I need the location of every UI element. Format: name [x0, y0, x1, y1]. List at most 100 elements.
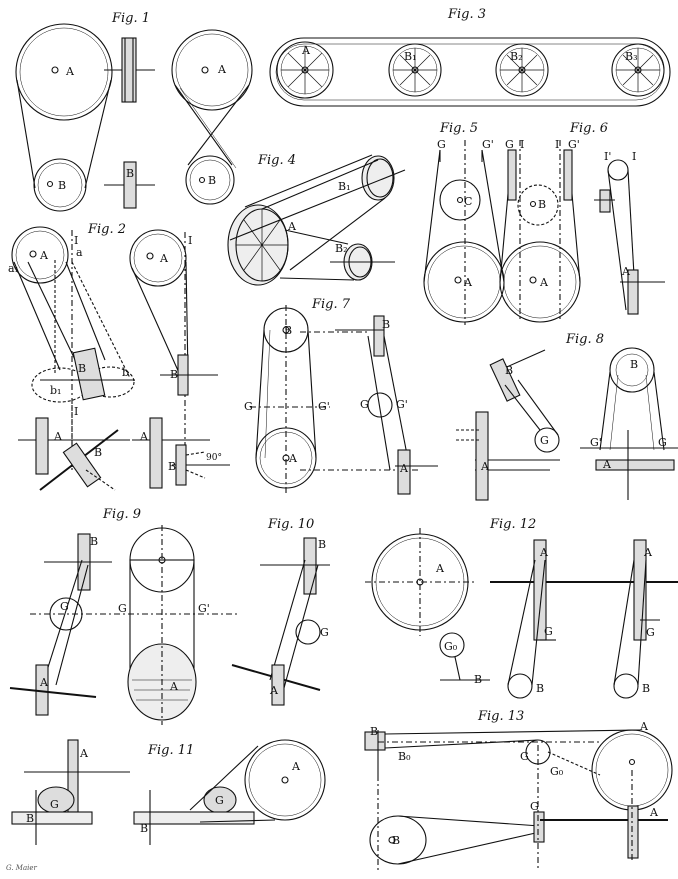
svg-text:B₁: B₁	[404, 50, 417, 63]
fig11-left-view: A G B	[11, 739, 130, 845]
svg-text:G: G	[244, 400, 253, 413]
fig5-title: Fig. 5	[439, 121, 478, 136]
svg-text:I: I	[632, 150, 636, 163]
svg-text:90°: 90°	[206, 453, 222, 463]
fig1-side-view: B	[104, 37, 155, 209]
svg-text:G₀: G₀	[550, 765, 564, 778]
svg-text:G: G	[658, 436, 667, 449]
svg-text:B: B	[58, 179, 66, 192]
svg-text:I: I	[188, 234, 192, 247]
svg-text:B: B	[26, 812, 34, 825]
svg-text:G: G	[320, 626, 329, 639]
svg-text:A: A	[139, 430, 149, 443]
figure-8: Fig. 8 B G A B G' G	[456, 332, 678, 501]
svg-text:G: G	[544, 625, 553, 638]
svg-text:B: B	[630, 358, 638, 371]
figure-6: Fig. 6 G I I G' B A I' I A	[499, 121, 665, 323]
svg-text:A: A	[287, 220, 297, 233]
svg-text:A: A	[621, 265, 631, 278]
svg-text:A: A	[643, 546, 653, 559]
figure-11: Fig. 11 A G B A G B	[11, 739, 326, 845]
fig9-front-view: G G' A	[118, 525, 210, 725]
svg-text:B: B	[208, 174, 216, 187]
svg-text:A: A	[53, 430, 63, 443]
svg-text:B: B	[382, 318, 390, 331]
fig12-right-view: A G B	[613, 539, 660, 699]
svg-text:G': G'	[568, 138, 580, 151]
svg-text:A: A	[639, 720, 649, 733]
svg-text:A: A	[169, 680, 179, 693]
svg-text:a: a	[76, 246, 83, 259]
fig11-title: Fig. 11	[147, 743, 194, 758]
fig12-title: Fig. 12	[489, 517, 536, 532]
fig3-title: Fig. 3	[447, 7, 486, 22]
fig3-belt	[269, 37, 671, 107]
svg-text:A: A	[539, 546, 549, 559]
figure-10: Fig. 10 B G A	[231, 517, 330, 706]
svg-text:B: B	[505, 364, 513, 377]
svg-text:A: A	[39, 249, 49, 262]
svg-text:A: A	[79, 747, 89, 760]
svg-text:G: G	[118, 602, 127, 615]
fig6-side-view: I' I A	[594, 150, 665, 315]
figure-13: Fig. 13 B B₀ G G₀ A	[364, 709, 673, 870]
engraver-signature: G. Maier	[6, 864, 38, 872]
figure-7: Fig. 7 B A G G' B G G' A	[244, 297, 438, 495]
svg-text:B₀: B₀	[398, 750, 411, 763]
svg-text:B: B	[536, 682, 544, 695]
svg-text:B: B	[140, 822, 148, 835]
svg-text:B: B	[318, 538, 326, 551]
svg-text:A: A	[269, 684, 279, 697]
svg-text:B: B	[168, 460, 176, 473]
svg-text:B: B	[94, 446, 102, 459]
fig3-pulleys	[276, 41, 665, 99]
svg-text:A: A	[217, 63, 227, 76]
svg-text:G': G'	[318, 400, 330, 413]
svg-text:G: G	[540, 434, 549, 447]
svg-text:G': G'	[198, 602, 210, 615]
svg-text:G': G'	[590, 436, 602, 449]
svg-text:A: A	[159, 252, 169, 265]
svg-text:I: I	[74, 234, 78, 247]
fig13-bottom-view: B G A	[369, 745, 668, 870]
fig13-top-view: B B₀ G G₀ A	[364, 720, 673, 811]
svg-text:I: I	[74, 405, 78, 418]
fig8-left-view: B G A	[456, 349, 560, 501]
svg-text:a₁: a₁	[8, 262, 19, 275]
svg-text:A: A	[301, 44, 311, 57]
fig7-title: Fig. 7	[311, 297, 351, 312]
svg-text:I: I	[555, 138, 559, 151]
svg-text:b₁: b₁	[50, 384, 61, 397]
fig7-side-view: B G G' A	[335, 315, 438, 495]
svg-text:B: B	[392, 834, 400, 847]
figure-12: Fig. 12 A G₀ B A G B A G	[365, 517, 678, 699]
svg-text:A: A	[435, 562, 445, 575]
fig2-plan-view: A B I	[18, 405, 130, 491]
fig8-title: Fig. 8	[565, 332, 604, 347]
fig4-title: Fig. 4	[257, 153, 296, 168]
fig4-pulley-b1	[361, 155, 395, 201]
svg-text:A: A	[602, 458, 612, 471]
figure-4: Fig. 4 A B₁ B₂	[227, 153, 406, 286]
fig2-half-cross-drive: A I B	[129, 229, 218, 470]
svg-text:G: G	[530, 800, 539, 813]
svg-text:G: G	[60, 600, 69, 613]
svg-text:B₁: B₁	[338, 180, 351, 193]
svg-text:A: A	[39, 676, 49, 689]
figure-2: Fig. 2 a₁ A a I B b₁ b	[8, 222, 230, 491]
fig9-title: Fig. 9	[102, 507, 141, 522]
svg-text:B: B	[284, 324, 292, 337]
fig9-side-view: B G A	[9, 533, 240, 716]
svg-text:G: G	[50, 798, 59, 811]
svg-text:A: A	[399, 462, 409, 475]
svg-text:b: b	[122, 366, 129, 379]
svg-text:G': G'	[482, 138, 494, 151]
svg-text:C: C	[464, 195, 472, 208]
svg-text:B: B	[170, 368, 178, 381]
figure-9: Fig. 9 B G A G G' A	[9, 507, 240, 725]
svg-text:G: G	[360, 398, 369, 411]
fig1-title: Fig. 1	[111, 11, 150, 26]
svg-text:B₂: B₂	[510, 50, 523, 63]
svg-text:I': I'	[604, 150, 611, 163]
